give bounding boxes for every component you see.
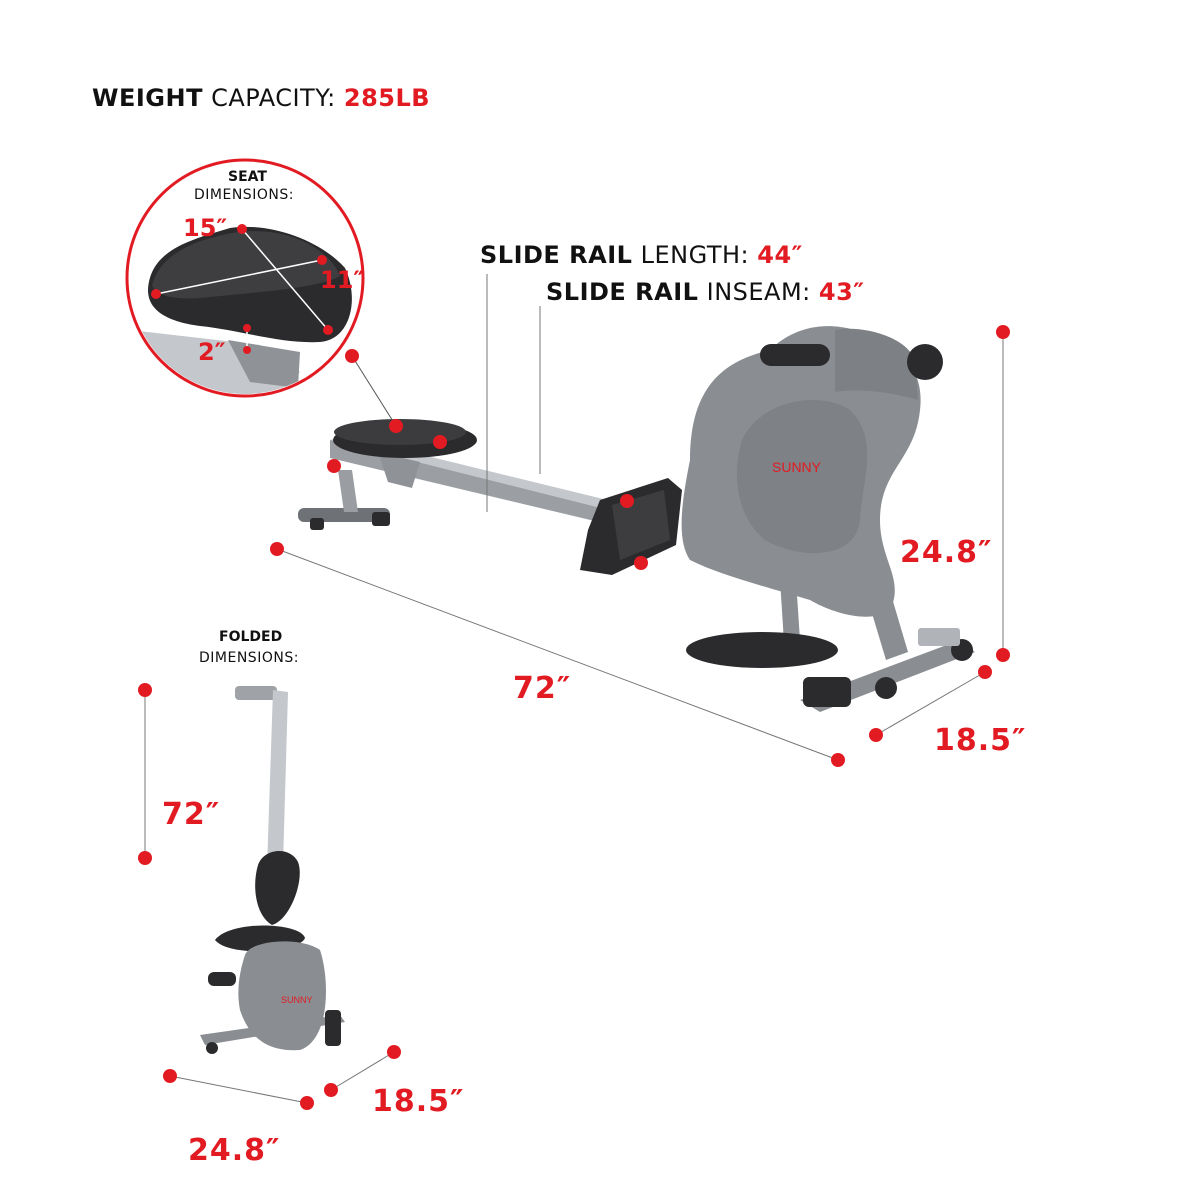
housing-panel — [736, 400, 868, 554]
rowing-machine-folded: SUNNY — [200, 686, 345, 1054]
marker-dot — [869, 728, 883, 742]
marker-dot — [237, 224, 247, 234]
unfolded-width-value: 18.5″ — [934, 723, 1027, 758]
marker-dot — [151, 289, 161, 299]
marker-dot — [163, 1069, 177, 1083]
rail-inseam-label-bold: SLIDE RAIL — [546, 278, 699, 306]
folded-width-value: 18.5″ — [372, 1084, 465, 1119]
folded-dimensions-subtitle: DIMENSIONS: — [199, 650, 299, 666]
seat-dimensions-subtitle: DIMENSIONS: — [194, 187, 294, 203]
folded-base — [200, 1015, 345, 1045]
folded-markers — [138, 683, 401, 1110]
slide-rail-inseam-heading: SLIDE RAIL INSEAM: 43″ — [546, 280, 865, 304]
front-leg — [338, 470, 358, 512]
folded-width-line — [330, 1051, 395, 1091]
marker-dot — [243, 346, 251, 354]
marker-dot — [317, 255, 327, 265]
rail-length-value: 44″ — [757, 241, 803, 269]
marker-dot — [389, 419, 403, 433]
marker-dot — [620, 494, 634, 508]
folded-sunny-logo: SUNNY — [281, 995, 313, 1005]
marker-dot — [996, 325, 1010, 339]
marker-dot — [324, 1083, 338, 1097]
folded-handle — [208, 972, 236, 986]
folded-foot — [325, 1010, 341, 1046]
marker-dot — [138, 683, 152, 697]
housing-cap — [835, 328, 918, 400]
marker-dot — [996, 648, 1010, 662]
unfolded-length-value: 72″ — [513, 671, 572, 706]
marker-dot — [323, 325, 333, 335]
folded-rail-end — [235, 686, 277, 700]
handle-bar — [760, 344, 830, 366]
marker-dot — [138, 851, 152, 865]
unfolded-dimension-lines — [276, 274, 1004, 761]
callout-connector — [351, 355, 397, 427]
marker-dot — [300, 1096, 314, 1110]
weight-label-rest: CAPACITY: — [211, 84, 336, 112]
folded-rail — [266, 690, 288, 900]
weight-capacity-heading: WEIGHT CAPACITY: 285LB — [92, 86, 430, 110]
wheel — [875, 677, 897, 699]
seat-width-line — [155, 259, 323, 295]
folded-depth-line — [169, 1075, 308, 1104]
folded-dimensions-title: FOLDED — [219, 629, 283, 645]
rail-length-label-rest: LENGTH: — [640, 241, 750, 269]
floor-pad — [686, 632, 838, 668]
folded-wheel — [206, 1042, 218, 1054]
folded-dimension-lines — [144, 690, 395, 1104]
sunny-logo: SUNNY — [772, 459, 822, 475]
unfolded-height-value: 24.8″ — [900, 535, 993, 570]
rear-foot — [803, 677, 851, 707]
rail-inseam-label-rest: INSEAM: — [706, 278, 811, 306]
folded-depth-value: 24.8″ — [188, 1133, 281, 1168]
seat-thickness-value: 2″ — [198, 338, 226, 366]
marker-dot — [978, 665, 992, 679]
seat-carriage — [378, 452, 420, 488]
marker-dot — [831, 753, 845, 767]
marker-dot — [634, 556, 648, 570]
tension-knob — [907, 344, 943, 380]
seat-depth-value: 11″ — [320, 266, 365, 294]
front-foot-right — [372, 512, 390, 526]
unfolded-markers — [270, 325, 1010, 767]
weight-value: 285LB — [343, 84, 431, 112]
weight-label-bold: WEIGHT — [92, 84, 203, 112]
seat-zoom-ring — [125, 158, 365, 398]
marker-dot — [345, 349, 359, 363]
seat-depth-line — [241, 228, 329, 331]
zoom-seat-top — [152, 231, 340, 299]
folded-seat — [255, 851, 300, 925]
seat-dimensions-title: SEAT — [228, 169, 267, 185]
marker-dot — [243, 324, 251, 332]
folded-height-value: 72″ — [162, 797, 221, 832]
width-line — [875, 671, 986, 736]
marker-dot — [270, 542, 284, 556]
marker-dot — [387, 1045, 401, 1059]
rear-bracket — [918, 628, 960, 646]
marker-dot — [327, 459, 341, 473]
seat-width-value: 15″ — [183, 214, 228, 242]
seat-top — [334, 419, 466, 445]
slide-rail-length-heading: SLIDE RAIL LENGTH: 44″ — [480, 243, 803, 267]
marker-dot — [433, 435, 447, 449]
front-foot-left — [310, 518, 324, 530]
rail-inseam-value: 43″ — [818, 278, 865, 306]
rowing-machine-unfolded: SUNNY — [298, 326, 975, 712]
length-line — [276, 548, 839, 761]
rail-length-label-bold: SLIDE RAIL — [480, 241, 633, 269]
